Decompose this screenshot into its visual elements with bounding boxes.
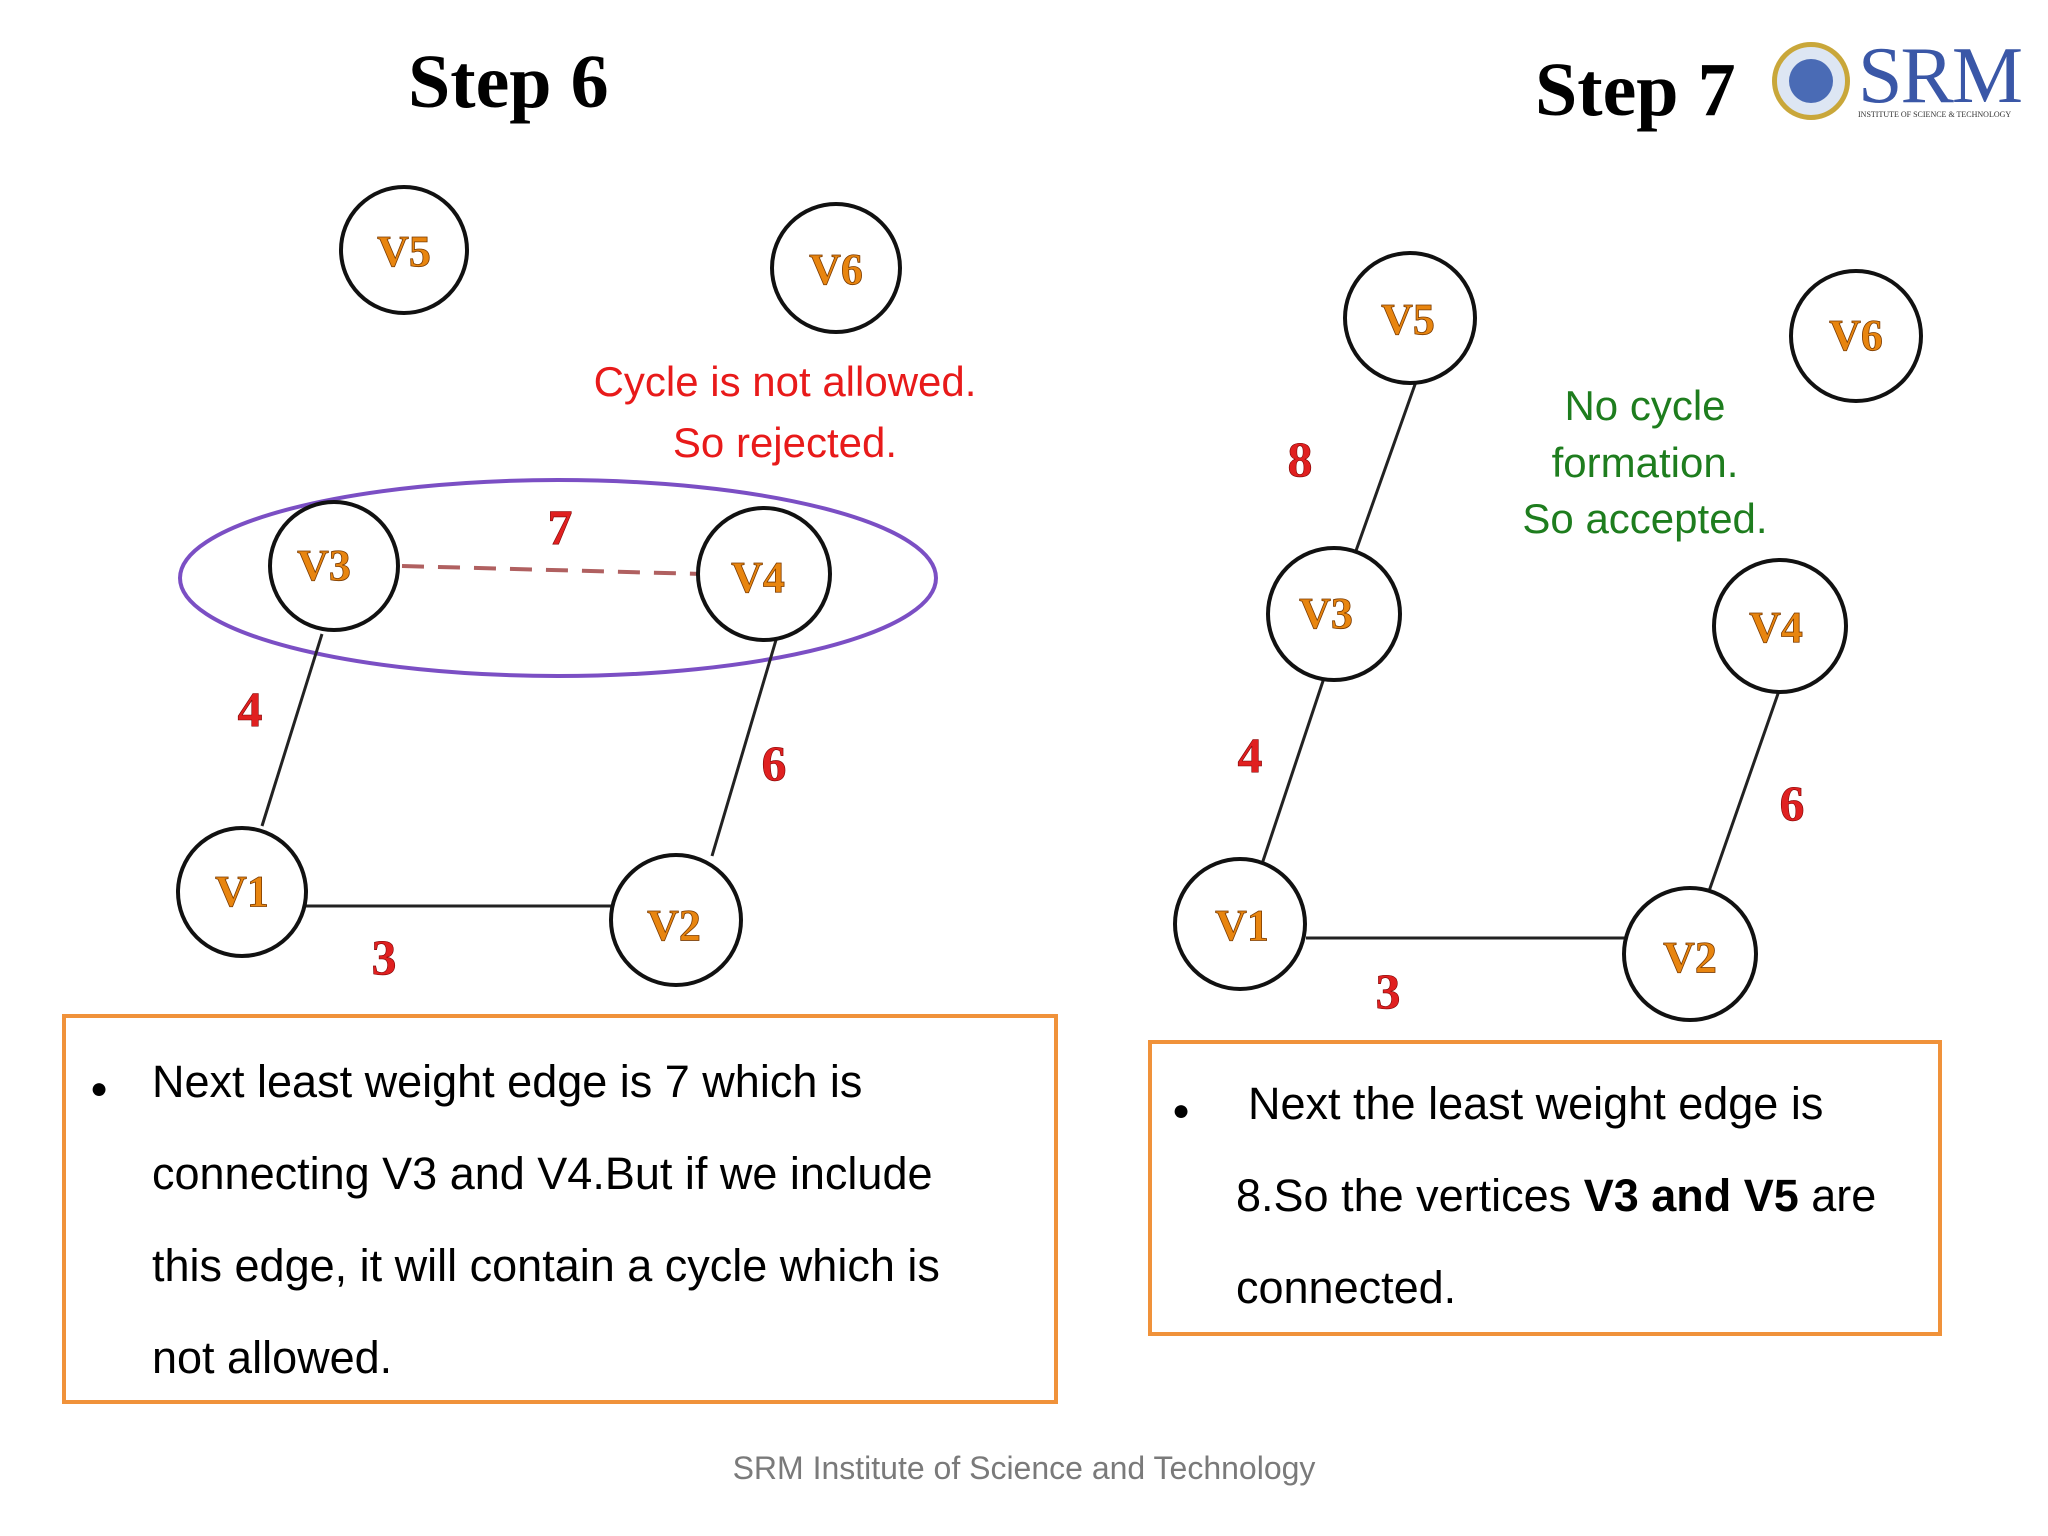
note-line: So accepted. [1522, 495, 1768, 543]
edge-v4-v2 [1706, 687, 1782, 895]
logo-subtitle: INSTITUTE OF SCIENCE & TECHNOLOGY [1858, 110, 2012, 119]
step7-graph: V5 V6 V3 V4 V1 V2 8 4 3 6 [1173, 251, 1923, 1022]
step7-acceptance-note: No cycle formation. So accepted. [1490, 378, 1800, 548]
srm-logo: SRM INSTITUTE OF SCIENCE & TECHNOLOGY [1772, 36, 2032, 134]
vertex-v1 [1173, 857, 1307, 991]
vertex-v2-label: V2 [1663, 933, 1717, 982]
vertex-v4-label: V4 [1749, 603, 1803, 652]
edge-v5-v3 [1350, 375, 1420, 563]
vertex-v2 [609, 853, 743, 987]
cycle-highlight-ellipse [178, 478, 938, 678]
weight-v5-v3: 8 [1288, 431, 1313, 487]
vertex-v1-label: V1 [1215, 901, 1269, 950]
step6-graph: V5 V6 V3 V4 V1 V2 4 3 6 7 [176, 185, 938, 987]
vertex-v5-label: V5 [377, 227, 431, 276]
step7-title: Step 7 [1535, 48, 1736, 132]
note-line: formation. [1551, 438, 1739, 486]
vertex-v6-label: V6 [809, 245, 863, 294]
weight-v4-v2: 6 [762, 735, 787, 791]
vertex-v1-label: V1 [215, 867, 269, 916]
vertex-v6 [770, 202, 902, 334]
weight-v1-v2: 3 [1376, 963, 1401, 1019]
weight-v3-v1: 4 [238, 681, 263, 737]
step6-explanation-box: ● Next least weight edge is 7 which is c… [62, 1014, 1058, 1404]
explanation-line: Next the least weight edge is [1248, 1078, 1824, 1129]
weight-v4-v2: 6 [1780, 775, 1805, 831]
vertex-v3-label: V3 [1299, 589, 1353, 638]
edge-v3-v1 [1260, 677, 1326, 865]
explanation-line: this edge, it will contain a cycle which… [152, 1240, 940, 1291]
explanation-text: are [1798, 1170, 1877, 1221]
edge-v4-v2 [710, 639, 778, 857]
vertex-v4-label: V4 [731, 553, 785, 602]
explanation-line: connecting V3 and V4.But if we include [152, 1148, 933, 1199]
vertex-v1 [176, 826, 308, 958]
explanation-bold-text: V3 and V5 [1583, 1170, 1799, 1221]
footer-text: SRM Institute of Science and Technology [732, 1450, 1316, 1486]
vertex-v2 [1622, 886, 1758, 1022]
step6-title: Step 6 [408, 40, 609, 124]
vertex-v3-label: V3 [297, 541, 351, 590]
explanation-text: 8.So the vertices [1236, 1170, 1584, 1221]
explanation-line: Next least weight edge is 7 which is [152, 1056, 863, 1107]
bullet-icon: ● [90, 1072, 109, 1105]
weight-v3-v4: 7 [548, 499, 573, 555]
weight-v1-v2: 3 [372, 929, 397, 985]
note-line: No cycle [1564, 382, 1726, 429]
vertex-v3 [1266, 546, 1402, 682]
vertex-v3 [268, 500, 400, 632]
vertex-v5 [339, 185, 469, 315]
vertex-v2-label: V2 [647, 901, 701, 950]
vertex-v4 [1712, 558, 1848, 694]
logo-text: SRM [1858, 32, 2023, 120]
explanation-line: 8.So the vertices V3 and V5 are [1236, 1170, 1876, 1222]
vertex-v4 [696, 506, 832, 642]
step7-explanation-box: ● Next the least weight edge is 8.So the… [1148, 1040, 1942, 1336]
explanation-line: not allowed. [152, 1332, 393, 1383]
step6-rejection-note: Cycle is not allowed. So rejected. [520, 352, 1050, 474]
explanation-line: connected. [1236, 1262, 1457, 1313]
vertex-v5-label: V5 [1381, 295, 1435, 344]
note-line: Cycle is not allowed. [593, 358, 977, 405]
seal-icon [1772, 42, 1850, 120]
vertex-v6-label: V6 [1829, 311, 1883, 360]
note-line: So rejected. [672, 418, 898, 466]
weight-v3-v1: 4 [1238, 727, 1263, 783]
bullet-icon: ● [1172, 1094, 1191, 1127]
edge-v3-v4-rejected [401, 564, 703, 576]
vertex-v5 [1343, 251, 1477, 385]
edge-v3-v1 [260, 633, 324, 827]
vertex-v6 [1789, 269, 1923, 403]
